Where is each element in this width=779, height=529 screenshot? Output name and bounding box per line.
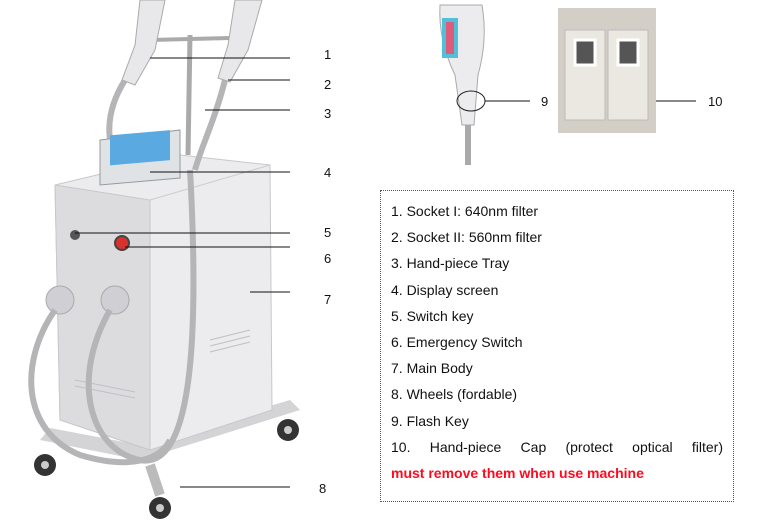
base-frame xyxy=(40,400,300,497)
handpiece-1 xyxy=(121,0,166,86)
handpiece-closeup xyxy=(439,4,486,165)
legend-item: 5. Switch key xyxy=(391,307,474,324)
callout-6: 6 xyxy=(324,251,332,266)
legend-item: 3. Hand-piece Tray xyxy=(391,255,510,272)
legend-item: 4. Display screen xyxy=(391,281,499,298)
legend-item: 2. Socket II: 560nm filter xyxy=(391,229,542,246)
callout-10: 10 xyxy=(708,94,723,109)
callout-9: 9 xyxy=(541,94,549,109)
callout-4: 4 xyxy=(324,165,332,180)
emergency-switch xyxy=(114,235,130,251)
callout-3: 3 xyxy=(324,106,332,121)
callout-1: 1 xyxy=(324,47,332,62)
callout-8: 8 xyxy=(319,481,327,496)
wheels xyxy=(34,419,299,519)
legend-item: 8. Wheels (fordable) xyxy=(391,386,518,403)
legend-item: 1. Socket I: 640nm filter xyxy=(391,203,539,219)
warning-text: must remove them when use machine xyxy=(391,464,644,481)
legend-item: 6. Emergency Switch xyxy=(391,333,523,350)
callout-5: 5 xyxy=(324,225,332,240)
handpiece-cap-photo xyxy=(558,8,656,133)
callout-7: 7 xyxy=(324,292,332,307)
parts-legend: 1. Socket I: 640nm filter 2. Socket II: … xyxy=(380,190,734,502)
callout-2: 2 xyxy=(324,77,332,92)
legend-item: 9. Flash Key xyxy=(391,412,469,429)
legend-item: 10. Hand-piece Cap (protect optical filt… xyxy=(391,438,723,455)
legend-item: 7. Main Body xyxy=(391,360,473,377)
callout-lines xyxy=(75,57,696,488)
switch-key xyxy=(70,230,80,240)
handpiece-2 xyxy=(217,0,263,83)
